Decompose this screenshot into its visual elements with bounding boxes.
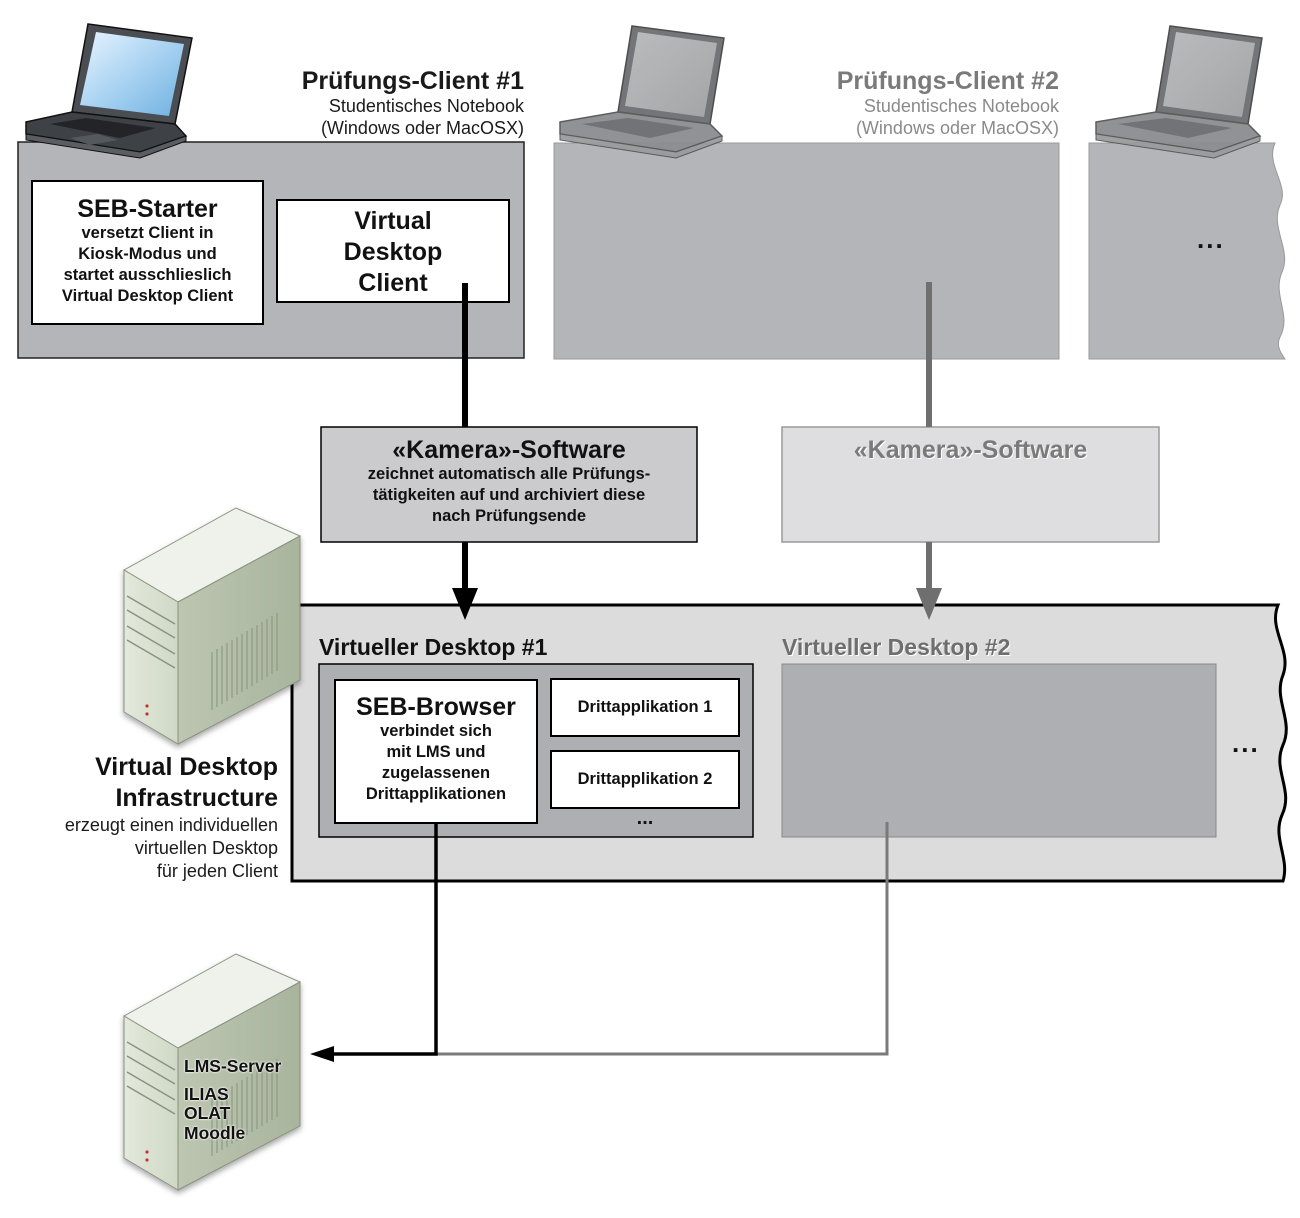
lms-title: LMS-Server — [184, 1056, 282, 1076]
seb-starter-box — [31, 180, 264, 325]
third-app-more: ... — [636, 807, 654, 829]
seb-browser-line: zugelassenen — [381, 764, 491, 782]
camera1: «Kamera»-Software zeichnet automatisch a… — [321, 436, 697, 527]
lms-item: OLAT — [184, 1103, 231, 1123]
client2-header: Prüfungs-Client #2 Studentisches Noteboo… — [756, 67, 1059, 139]
laptop-icon — [1095, 25, 1263, 159]
arrowhead — [916, 588, 942, 620]
camera1-line: zeichnet automatisch alle Prüfungs- — [367, 465, 651, 483]
vd2-title: Virtueller Desktop #2 — [782, 634, 1011, 660]
connector-seb-lms — [330, 823, 438, 1056]
server-icon — [122, 507, 302, 745]
camera1-title: «Kamera»-Software — [392, 436, 626, 464]
client2-title: Prüfungs-Client #2 — [836, 67, 1059, 95]
camera2: «Kamera»-Software — [782, 436, 1159, 464]
vdc-line: Client — [358, 269, 428, 297]
seb-starter-line: Kiosk-Modus und — [78, 245, 217, 263]
third-app-2-box — [550, 750, 740, 809]
vdc-box — [276, 199, 510, 303]
client1-title: Prüfungs-Client #1 — [301, 67, 524, 95]
client2-box — [553, 142, 1060, 360]
seb-starter-line: Virtual Desktop Client — [61, 287, 234, 305]
seb-browser-title: SEB-Browser — [356, 693, 516, 721]
vdc-line: Desktop — [343, 238, 443, 266]
vdc: Virtual Desktop Client — [277, 206, 509, 299]
client1-header: Prüfungs-Client #1 Studentisches Noteboo… — [220, 67, 524, 139]
vdi-title-1: Virtual Desktop — [95, 753, 278, 781]
seb-starter-line: startet ausschlieslich — [63, 266, 232, 284]
seb-browser-line: mit LMS und — [386, 743, 486, 761]
camera2-title: «Kamera»-Software — [853, 436, 1088, 464]
client2-subtitle-2: (Windows oder MacOSX) — [855, 118, 1059, 138]
client-more-dots: ... — [1197, 224, 1225, 254]
client-more-box — [1088, 142, 1286, 360]
vd2-panel — [781, 663, 1217, 838]
third-app-1-box — [550, 678, 740, 737]
seb-browser-line: verbindet sich — [380, 722, 492, 740]
vdi-desc: erzeugt einen individuellen — [64, 815, 278, 835]
third-app-2-label: Drittapplikation 2 — [577, 770, 713, 788]
laptop-icon — [559, 25, 725, 159]
laptop-icon — [25, 23, 193, 159]
arrowhead — [452, 588, 478, 620]
camera2-box — [781, 426, 1160, 543]
server-icon — [122, 953, 302, 1191]
vdi-desc: virtuellen Desktop — [134, 838, 278, 858]
camera1-box — [320, 426, 698, 543]
vd-more-dots: ... — [1232, 728, 1260, 758]
connector-vd2-lms — [436, 822, 889, 1056]
lms-label: LMS-Server ILIAS OLAT Moodle — [184, 1056, 282, 1143]
vdi-desc: für jeden Client — [156, 861, 278, 881]
seb-starter-title: SEB-Starter — [77, 195, 218, 223]
vd1-title: Virtueller Desktop #1 — [319, 634, 548, 660]
seb-starter: SEB-Starter versetzt Client in Kiosk-Mod… — [32, 195, 263, 307]
lms-item: Moodle — [184, 1122, 246, 1143]
seb-browser-box — [334, 679, 538, 824]
client1-subtitle-1: Studentisches Notebook — [328, 96, 524, 116]
vdi-title-2: Infrastructure — [115, 784, 278, 812]
third-app-1-label: Drittapplikation 1 — [577, 698, 713, 716]
camera1-line: nach Prüfungsende — [431, 507, 587, 525]
lms-item: ILIAS — [184, 1083, 229, 1104]
seb-browser-line: Drittapplikationen — [365, 785, 507, 803]
seb-starter-line: versetzt Client in — [81, 224, 214, 242]
camera1-line: tätigkeiten auf und archiviert diese — [372, 486, 646, 504]
seb-browser: SEB-Browser verbindet sich mit LMS und z… — [335, 693, 537, 805]
client1-subtitle-2: (Windows oder MacOSX) — [320, 118, 524, 138]
vdc-line: Virtual — [354, 207, 432, 235]
client2-subtitle-1: Studentisches Notebook — [863, 96, 1059, 116]
arrowhead — [310, 1046, 334, 1062]
vdi-label: Virtual Desktop Infrastructure erzeugt e… — [20, 752, 278, 883]
